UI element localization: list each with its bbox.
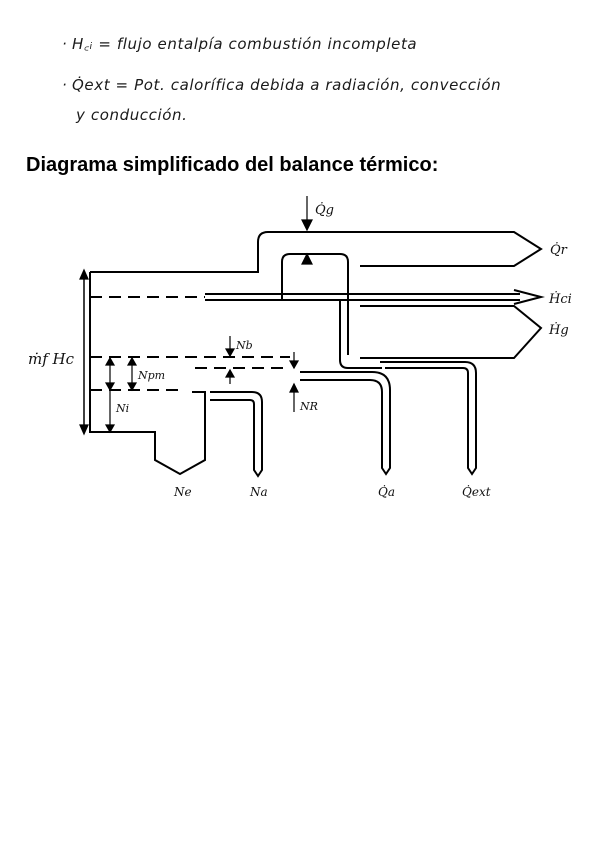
note-hci-text: H꜀ᵢ = flujo entalpía combustión incomple… bbox=[72, 35, 418, 53]
label-qa: Q̇a bbox=[378, 484, 395, 499]
na-drop bbox=[210, 391, 263, 478]
label-qg: Q̇g bbox=[315, 202, 334, 218]
label-hg: Ḣg bbox=[548, 321, 569, 338]
label-qr: Q̇r bbox=[550, 242, 568, 258]
label-qext: Q̇ext bbox=[462, 484, 491, 499]
label-na: Na bbox=[249, 485, 268, 499]
label-ne: Ne bbox=[173, 485, 192, 499]
nr-stream bbox=[339, 300, 382, 369]
input-flow-left bbox=[89, 272, 206, 476]
label-hci: Ḣci bbox=[548, 290, 572, 307]
note-qext-continuation: y conducción. bbox=[76, 106, 188, 124]
bullet-dot: · bbox=[62, 76, 68, 94]
label-nr: NR bbox=[299, 400, 318, 413]
note-qext-continuation-text: y conducción. bbox=[76, 106, 188, 124]
hg-output bbox=[360, 305, 543, 359]
hci-arrow bbox=[513, 289, 545, 305]
label-npm: Npm bbox=[137, 369, 165, 382]
note-qext-definition: ·Q̇ext = Pot. calorífica debida a radiac… bbox=[62, 76, 501, 94]
note-qext-text: Q̇ext = Pot. calorífica debida a radiaci… bbox=[72, 76, 502, 94]
note-hci-definition: ·H꜀ᵢ = flujo entalpía combustión incompl… bbox=[62, 34, 417, 54]
qg-return-arrow-head bbox=[301, 252, 313, 265]
qext-drop bbox=[380, 361, 477, 476]
label-fuel-input: ṁf Hc bbox=[28, 350, 75, 368]
page-heading: Diagrama simplificado del balance térmic… bbox=[26, 154, 439, 176]
hci-stream bbox=[205, 293, 520, 301]
qg-arrow-head bbox=[301, 219, 313, 232]
qa-drop bbox=[300, 371, 391, 476]
label-ni: Ni bbox=[115, 402, 129, 415]
qg-return-loop bbox=[281, 253, 349, 355]
bullet-dot: · bbox=[62, 35, 68, 53]
input-flow-top bbox=[90, 231, 543, 273]
label-nb: Nb bbox=[235, 339, 253, 352]
